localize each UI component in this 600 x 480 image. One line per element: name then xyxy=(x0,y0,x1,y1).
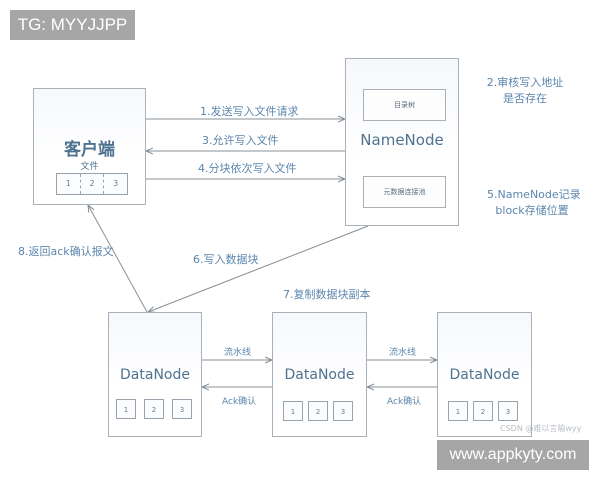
data-block: 1 xyxy=(116,399,136,419)
pipeline-forward-label-2: 流水线 xyxy=(389,348,417,358)
file-label: 文件 xyxy=(80,162,99,172)
client-node: 客户端 文件 1 2 3 xyxy=(33,88,146,205)
metadata-pool-box: 元数据连接池 xyxy=(363,176,446,208)
data-block: 2 xyxy=(308,401,328,421)
data-block: 3 xyxy=(498,401,518,421)
datanode-1: DataNode 1 2 3 xyxy=(108,312,202,437)
step-7-label: 7.复制数据块副本 xyxy=(283,288,371,301)
pipeline-ack-label-2: Ack确认 xyxy=(387,397,422,407)
file-blocks: 1 2 3 xyxy=(56,173,128,195)
step-4-label: 4.分块依次写入文件 xyxy=(198,162,297,175)
file-block: 2 xyxy=(81,174,105,194)
namenode-title: NameNode xyxy=(360,131,444,149)
step-2-line2: 是否存在 xyxy=(503,92,547,105)
data-block: 1 xyxy=(448,401,468,421)
step-2-label: 2.审核写入地址 是否存在 xyxy=(485,74,565,106)
step-6-label: 6.写入数据块 xyxy=(193,253,259,266)
step-2-line1: 2.审核写入地址 xyxy=(486,76,564,89)
file-block: 3 xyxy=(113,179,119,188)
step-1-label: 1.发送写入文件请求 xyxy=(200,105,299,118)
pipeline-forward-label-1: 流水线 xyxy=(224,348,252,358)
datanode-3: DataNode 1 2 3 xyxy=(437,312,532,437)
data-block: 1 xyxy=(283,401,303,421)
step-5-line2: block存储位置 xyxy=(495,204,569,217)
datanode-title: DataNode xyxy=(120,367,190,383)
file-block: 1 xyxy=(57,174,81,194)
credit-text: CSDN @难以言喻wyy xyxy=(500,424,582,433)
watermark-bottom: www.appkyty.com xyxy=(437,440,589,470)
step-5-line1: 5.NameNode记录 xyxy=(487,188,581,201)
directory-tree-box: 目录树 xyxy=(363,89,446,121)
step-8-label: 8.返回ack确认报文 xyxy=(18,245,114,258)
data-block: 3 xyxy=(333,401,353,421)
data-block: 2 xyxy=(473,401,493,421)
datanode-title: DataNode xyxy=(449,367,520,383)
client-title: 客户端 xyxy=(64,140,115,160)
data-block: 2 xyxy=(144,399,164,419)
datanode-title: DataNode xyxy=(284,367,355,383)
datanode-2: DataNode 1 2 3 xyxy=(272,312,367,437)
namenode: 目录树 NameNode 元数据连接池 xyxy=(345,58,459,226)
pipeline-ack-label-1: Ack确认 xyxy=(222,397,257,407)
step-3-label: 3.允许写入文件 xyxy=(202,134,279,147)
watermark-top: TG: MYYJJPP xyxy=(10,10,135,40)
step-5-label: 5.NameNode记录 block存储位置 xyxy=(487,186,581,218)
data-block: 3 xyxy=(172,399,192,419)
